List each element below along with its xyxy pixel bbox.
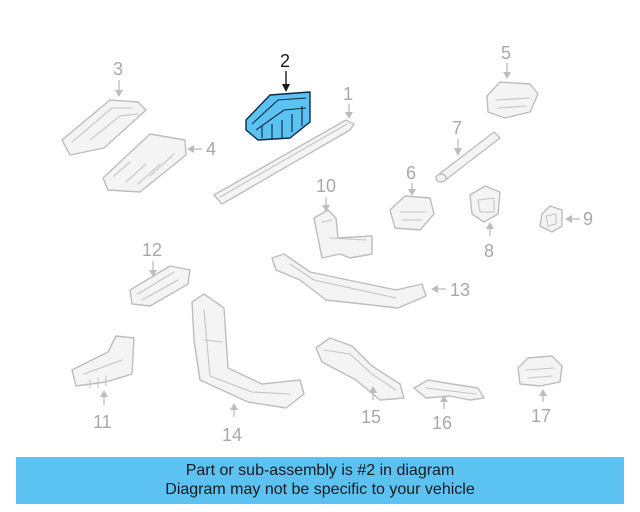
- banner-line-1: Part or sub-assembly is #2 in diagram: [185, 462, 455, 479]
- part-3-duct[interactable]: [61, 99, 147, 156]
- part-16-duct[interactable]: [413, 379, 485, 401]
- svg-text:1: 1: [343, 84, 353, 104]
- part-8-vent[interactable]: [469, 185, 501, 223]
- part-14-duct[interactable]: [191, 293, 305, 409]
- svg-text:14: 14: [222, 425, 242, 445]
- svg-text:15: 15: [361, 407, 381, 427]
- callout-9: 9: [565, 209, 593, 229]
- callout-8: 8: [484, 222, 494, 261]
- part-1-strip[interactable]: [213, 119, 355, 205]
- callout-17: 17: [531, 389, 551, 426]
- callout-2: 2: [280, 51, 290, 92]
- part-9-clip[interactable]: [539, 205, 563, 233]
- callout-12: 12: [142, 240, 162, 277]
- svg-text:2: 2: [280, 51, 290, 71]
- info-banner: Part or sub-assembly is #2 in diagram Di…: [16, 457, 624, 504]
- svg-text:4: 4: [206, 139, 216, 159]
- part-12-bracket[interactable]: [129, 265, 191, 307]
- part-11-duct[interactable]: [71, 335, 135, 389]
- svg-text:12: 12: [142, 240, 162, 260]
- svg-text:8: 8: [484, 241, 494, 261]
- svg-text:7: 7: [452, 118, 462, 138]
- svg-text:17: 17: [531, 406, 551, 426]
- callout-16: 16: [432, 395, 452, 433]
- svg-text:10: 10: [316, 176, 336, 196]
- svg-text:13: 13: [450, 280, 470, 300]
- svg-text:6: 6: [406, 163, 416, 183]
- callout-10: 10: [316, 176, 336, 212]
- part-15-duct[interactable]: [315, 337, 405, 401]
- svg-text:9: 9: [583, 209, 593, 229]
- callout-7: 7: [452, 118, 462, 156]
- callout-1: 1: [343, 84, 353, 119]
- callout-4: 4: [187, 139, 216, 159]
- part-10-duct[interactable]: [313, 209, 373, 259]
- part-17-vent[interactable]: [517, 355, 563, 387]
- part-2-vent[interactable]: [245, 91, 311, 141]
- callout-6: 6: [406, 163, 416, 196]
- parts-diagram: 1 2 3 4 5: [61, 43, 593, 445]
- svg-text:3: 3: [113, 59, 123, 79]
- svg-text:5: 5: [501, 43, 511, 63]
- callout-11: 11: [93, 390, 112, 432]
- banner-line-2: Diagram may not be specific to your vehi…: [165, 481, 475, 498]
- callout-3: 3: [113, 59, 123, 97]
- part-6-vent[interactable]: [389, 195, 435, 231]
- callout-15: 15: [361, 386, 381, 427]
- svg-text:16: 16: [432, 413, 452, 433]
- callout-13: 13: [431, 280, 470, 300]
- part-7-hose[interactable]: [435, 131, 501, 183]
- svg-text:11: 11: [93, 412, 112, 432]
- part-13-duct[interactable]: [271, 253, 427, 309]
- part-5-vent[interactable]: [486, 81, 539, 119]
- callout-14: 14: [222, 403, 242, 445]
- part-4-vent[interactable]: [102, 133, 187, 193]
- callout-5: 5: [501, 43, 511, 79]
